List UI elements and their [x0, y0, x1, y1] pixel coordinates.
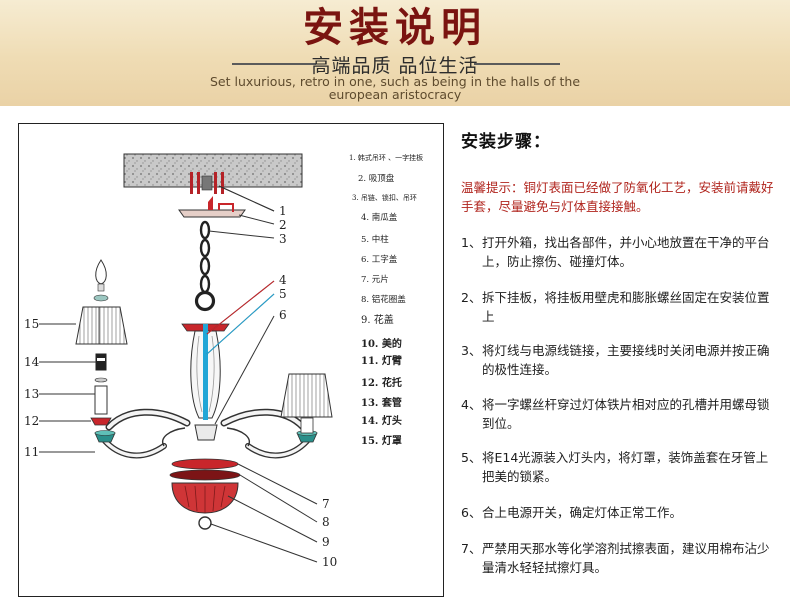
part-label-2: 2 — [279, 218, 287, 232]
step-number: 2、 — [461, 290, 482, 305]
canopy — [178, 209, 246, 218]
english-slogan-line-2: european aristocracy — [328, 87, 462, 102]
right-arm-lamp — [280, 373, 333, 443]
english-slogan: Set luxurious, retro in one, such as bei… — [0, 75, 790, 101]
step-2: 2、 拆下挂板，将挂板用壁虎和膨胀螺丝固定在安装位置上 — [461, 288, 779, 326]
step-3: 3、 将灯线与电源线链接，主要接线时关闭电源并按正确的极性连接。 — [461, 341, 779, 379]
lower-bowl-assembly — [169, 458, 241, 530]
part-label-1: 1 — [279, 204, 287, 218]
part-label-13: 13 — [24, 387, 39, 401]
chandelier-diagram: 1 2 3 4 5 6 7 8 9 10 11 12 13 14 15 1. 韩… — [24, 153, 423, 569]
part-label-7: 7 — [322, 497, 330, 511]
step-text: 将一字螺丝杆穿过灯体铁片相对应的孔槽并用螺母锁到位。 — [482, 397, 770, 431]
english-slogan-line-1: Set luxurious, retro in one, such as bei… — [209, 74, 581, 89]
step-number: 5、 — [461, 450, 482, 465]
step-7: 7、 严禁用天那水等化学溶剂拭擦表面，建议用棉布沾少量清水轻轻拭擦灯具。 — [461, 539, 779, 577]
step-number: 1、 — [461, 235, 482, 250]
legend-item-12: 12. 花托 — [361, 376, 402, 389]
part-label-3: 3 — [279, 232, 287, 246]
legend-item-9: 9. 花盖 — [361, 313, 394, 326]
disc — [171, 458, 239, 470]
part-label-5: 5 — [279, 287, 287, 301]
bottom-finial — [198, 516, 212, 530]
exploded-socket — [95, 353, 107, 371]
step-text: 拆下挂板，将挂板用壁虎和膨胀螺丝固定在安装位置上 — [482, 290, 770, 324]
part-label-11: 11 — [24, 445, 39, 459]
chain — [199, 220, 211, 294]
tip-label: 温馨提示： — [461, 180, 524, 195]
legend-item-15: 15. 灯罩 — [361, 434, 402, 447]
legend-item-14: 14. 灯头 — [361, 414, 402, 427]
tip-text: 铜灯表面已经做了防氧化工艺，安装前请戴好手套，尽量避免与灯体直接接触。 — [461, 180, 774, 214]
part-label-14: 14 — [24, 355, 40, 369]
legend-item-6: 6. 工字盖 — [361, 254, 398, 265]
step-4: 4、 将一字螺丝杆穿过灯体铁片相对应的孔槽并用螺母锁到位。 — [461, 395, 779, 433]
chandelier-diagram-panel: 1 2 3 4 5 6 7 8 9 10 11 12 13 14 15 1. 韩… — [18, 123, 444, 597]
central-rod — [203, 324, 208, 420]
step-number: 7、 — [461, 541, 482, 556]
step-text: 严禁用天那水等化学溶剂拭擦表面，建议用棉布沾少量清水轻轻拭擦灯具。 — [482, 541, 770, 575]
legend-item-4: 4. 南瓜盖 — [361, 212, 398, 223]
legend-item-13: 13. 套管 — [361, 396, 402, 409]
subtitle-left-rule — [232, 63, 316, 65]
legend-item-11: 11. 灯臂 — [361, 354, 402, 367]
part-label-8: 8 — [322, 515, 330, 529]
step-text: 合上电源开关，确定灯体正常工作。 — [482, 505, 683, 520]
legend-item-10: 10. 美的 — [361, 337, 402, 350]
step-number: 6、 — [461, 505, 482, 520]
part-label-12: 12 — [24, 414, 39, 428]
step-text: 将E14光源装入灯头内，将灯罩，装饰盖套在牙管上把美的锁紧。 — [482, 450, 769, 484]
step-5: 5、 将E14光源装入灯头内，将灯罩，装饰盖套在牙管上把美的锁紧。 — [461, 448, 779, 486]
left-arm-cup — [94, 430, 116, 443]
aluminum-flower-ring — [169, 469, 241, 481]
legend-item-2: 2. 吸顶盘 — [358, 173, 395, 184]
part-label-10: 10 — [322, 555, 337, 569]
page-subtitle: 高端品质 品位生活 — [311, 55, 479, 77]
top-ring — [194, 290, 216, 312]
part-label-9: 9 — [322, 535, 330, 549]
part-label-15: 15 — [24, 317, 39, 331]
legend-item-3: 3. 吊链、锁扣、吊环 — [352, 193, 417, 202]
step-1: 1、 打开外箱，找出各部件，并小心地放置在干净的平台上，防止擦伤、碰撞灯体。 — [461, 233, 779, 271]
exploded-shade — [75, 306, 128, 345]
part-number-labels: 1 2 3 4 5 6 7 8 9 10 11 12 13 14 15 — [24, 204, 337, 569]
mounting-bracket — [218, 203, 234, 212]
part-label-6: 6 — [279, 308, 287, 322]
step-number: 3、 — [461, 343, 482, 358]
header-banner: 安装说明 高端品质 品位生活 Set luxurious, retro in o… — [0, 0, 790, 106]
leader-lines — [39, 185, 318, 563]
exploded-sleeve — [94, 385, 108, 415]
legend-item-8: 8. 铝花圈盖 — [361, 294, 406, 305]
hook-ring — [208, 196, 213, 210]
step-text: 打开外箱，找出各部件，并小心地放置在干净的平台上，防止擦伤、碰撞灯体。 — [482, 235, 770, 269]
legend-item-7: 7. 元片 — [361, 274, 389, 285]
lamp-arms — [102, 408, 310, 459]
ceiling-slab — [123, 153, 303, 188]
exploded-sleeve-ring — [94, 377, 108, 383]
warm-tip: 温馨提示：铜灯表面已经做了防氧化工艺，安装前请戴好手套，尽量避免与灯体直接接触。 — [461, 178, 781, 216]
mounting-screws — [190, 172, 224, 194]
exploded-finial — [93, 294, 109, 302]
step-6: 6、 合上电源开关，确定灯体正常工作。 — [461, 503, 779, 522]
step-text: 将灯线与电源线链接，主要接线时关闭电源并按正确的极性连接。 — [482, 343, 770, 377]
page-title: 安装说明 — [303, 4, 487, 51]
legend-item-1: 1. 韩式吊环 、一字挂板 — [349, 153, 423, 162]
exploded-bulb — [95, 259, 107, 292]
parts-legend: 1. 韩式吊环 、一字挂板 2. 吸顶盘 3. 吊链、锁扣、吊环 4. 南瓜盖 … — [349, 153, 423, 447]
i-cover — [194, 424, 218, 441]
part-label-4: 4 — [279, 273, 287, 287]
legend-item-5: 5. 中柱 — [361, 234, 389, 245]
step-number: 4、 — [461, 397, 482, 412]
steps-title: 安装步骤： — [461, 132, 551, 152]
subtitle-right-rule — [474, 63, 560, 65]
exploded-bobeche — [90, 417, 112, 426]
